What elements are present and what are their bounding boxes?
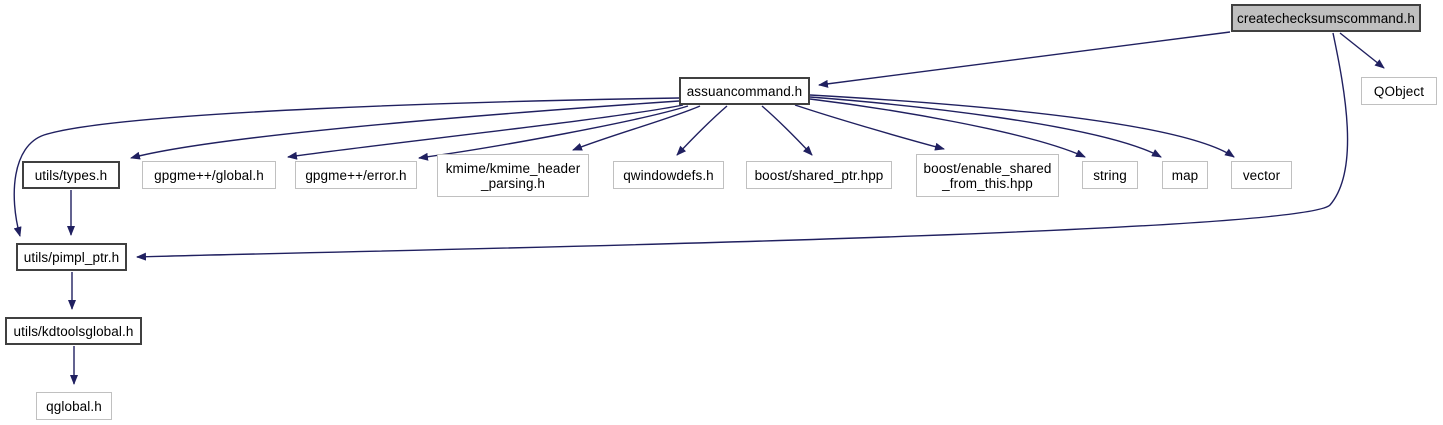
edge-assuancommand-to-gpgme-error — [418, 105, 689, 161]
node-qwindowdefs-h[interactable]: qwindowdefs.h — [613, 161, 724, 189]
edge-assuancommand-to-boost-shared-ptr — [761, 105, 813, 156]
edge-assuancommand-to-utils-types — [130, 100, 680, 160]
node-utils-pimpl-ptr-h[interactable]: utils/pimpl_ptr.h — [16, 243, 127, 271]
node-boost-enable-shared-from-this-hpp[interactable]: boost/enable_shared _from_this.hpp — [916, 154, 1059, 197]
edge-assuancommand-to-string — [809, 98, 1086, 158]
edge-createchecksumscommand-to-assuancommand — [818, 31, 1231, 88]
edge-assuancommand-to-boost-enable-shared — [794, 104, 945, 151]
node-qglobal-h[interactable]: qglobal.h — [36, 392, 112, 420]
node-label: assuancommand.h — [686, 83, 803, 99]
node-gpgme-error-h[interactable]: gpgme++/error.h — [295, 161, 417, 189]
edge-createchecksumscommand-to-pimpl-ptr — [136, 32, 1349, 261]
node-label: qwindowdefs.h — [623, 167, 714, 183]
node-assuancommand-h[interactable]: assuancommand.h — [679, 77, 810, 105]
node-qobject[interactable]: QObject — [1361, 77, 1437, 105]
edge-assuancommand-to-gpgme-global — [287, 104, 684, 160]
node-label: boost/shared_ptr.hpp — [754, 167, 884, 183]
node-label: boost/enable_shared _from_this.hpp — [923, 160, 1052, 191]
node-label: gpgme++/error.h — [305, 167, 407, 183]
node-gpgme-global-h[interactable]: gpgme++/global.h — [142, 161, 276, 189]
node-label: utils/pimpl_ptr.h — [23, 249, 120, 265]
node-label: kmime/kmime_header _parsing.h — [445, 160, 581, 191]
node-boost-shared-ptr-hpp[interactable]: boost/shared_ptr.hpp — [746, 161, 892, 189]
node-label: map — [1171, 167, 1199, 183]
node-label: vector — [1242, 167, 1281, 183]
node-map[interactable]: map — [1162, 161, 1208, 189]
node-label: createchecksumscommand.h — [1237, 10, 1415, 26]
edge-assuancommand-to-kmime-header-parsing — [572, 105, 701, 151]
node-label: qglobal.h — [46, 398, 102, 414]
node-label: utils/types.h — [34, 167, 108, 183]
node-utils-types-h[interactable]: utils/types.h — [22, 161, 120, 189]
node-vector[interactable]: vector — [1231, 161, 1292, 189]
node-utils-kdtoolsglobal-h[interactable]: utils/kdtoolsglobal.h — [5, 317, 142, 345]
node-createchecksumscommand-h[interactable]: createchecksumscommand.h — [1231, 4, 1421, 32]
node-string[interactable]: string — [1082, 161, 1138, 189]
node-kmime-kmime-header-parsing-h[interactable]: kmime/kmime_header _parsing.h — [437, 154, 589, 197]
edge-assuancommand-to-map — [809, 96, 1162, 158]
edge-assuancommand-to-vector — [809, 94, 1235, 158]
node-label: QObject — [1373, 83, 1425, 99]
node-label: string — [1093, 167, 1127, 183]
node-label: utils/kdtoolsglobal.h — [13, 323, 134, 339]
edge-assuancommand-to-qwindowdefs — [676, 105, 728, 156]
edge-createchecksumscommand-to-qobject — [1339, 32, 1385, 69]
node-label: gpgme++/global.h — [154, 167, 264, 183]
